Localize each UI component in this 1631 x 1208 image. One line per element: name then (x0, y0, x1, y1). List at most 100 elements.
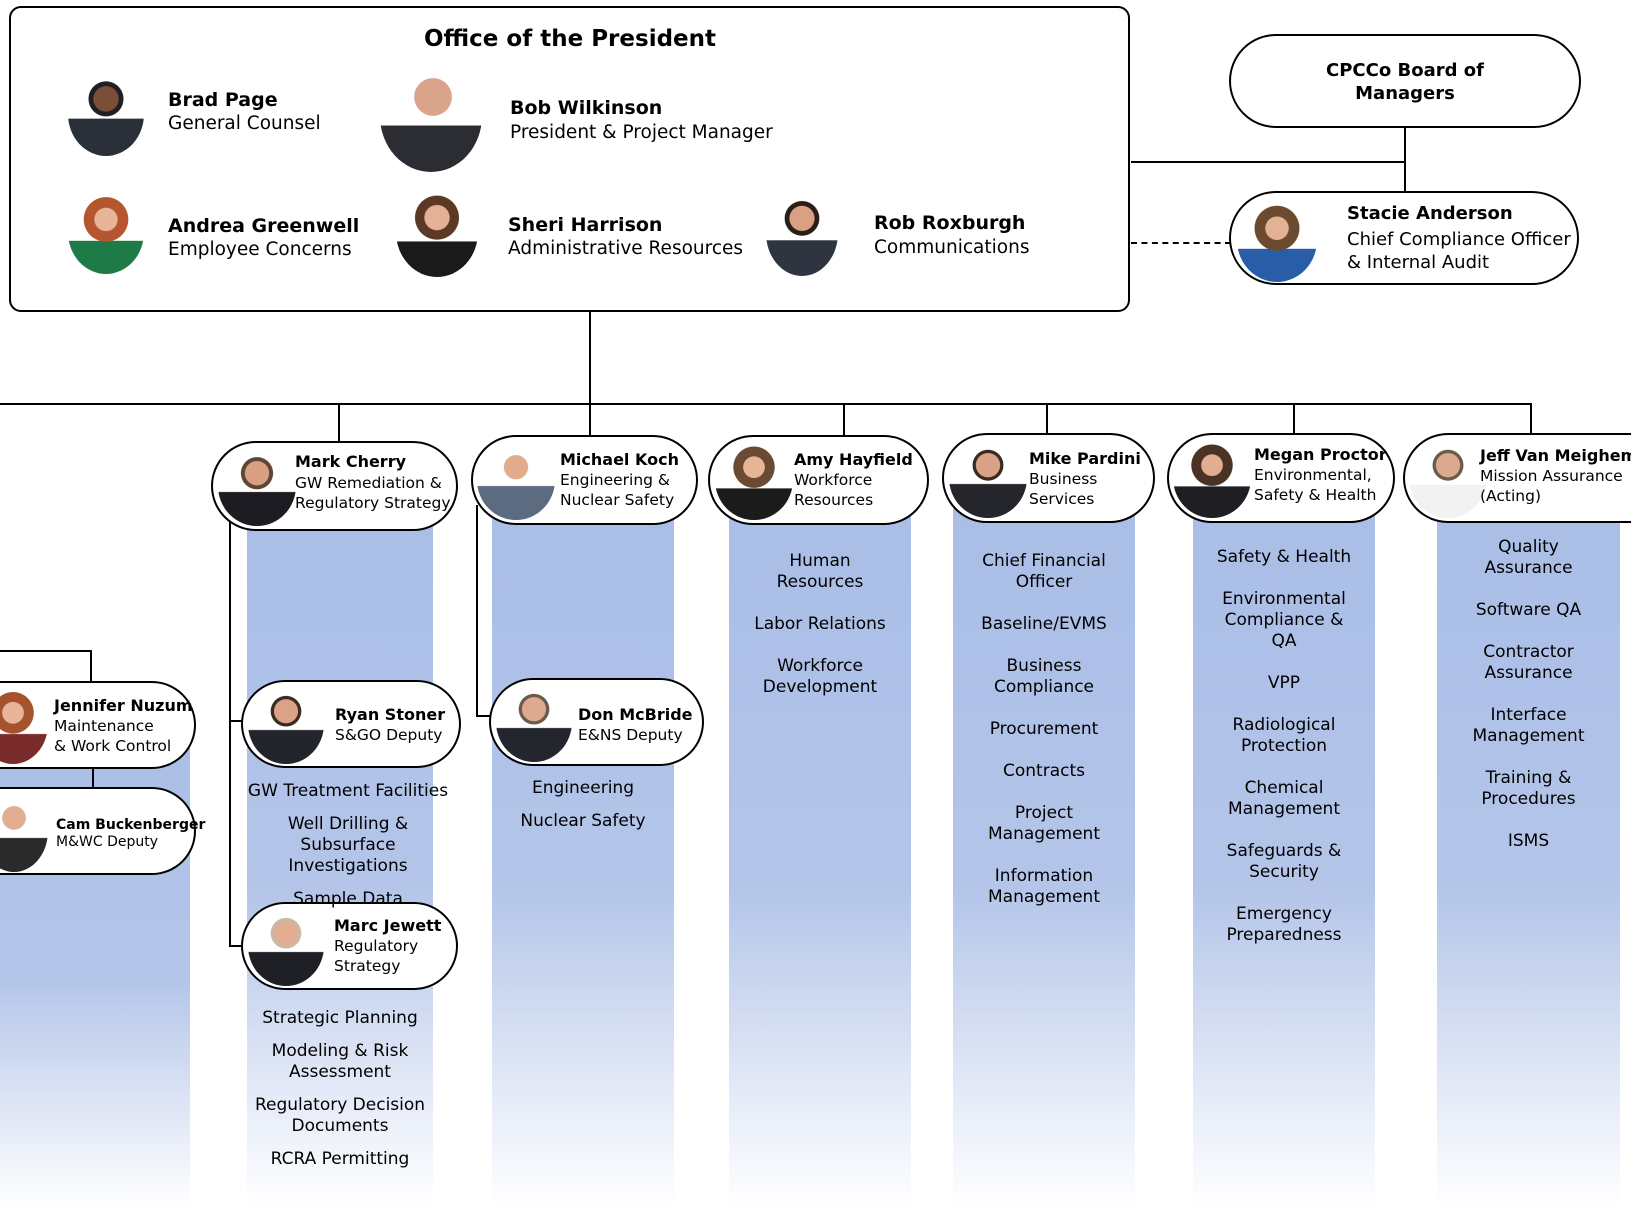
marc-jewett-title: Regulatory Strategy (334, 937, 419, 975)
function-item: Information Management (988, 866, 1100, 907)
connector-koch-don (476, 715, 490, 717)
function-item: Software QA (1475, 600, 1582, 620)
ryan-stoner-name: Ryan Stoner (335, 705, 446, 724)
cam-buckenberger-name: Cam Buckenberger (56, 817, 206, 833)
don-mcbride-name: Don McBride (578, 705, 693, 724)
function-item: Business Compliance (993, 656, 1095, 697)
stacie-anderson-photo (1237, 198, 1317, 282)
connector-horizontal-bus (0, 403, 1532, 405)
function-item: Contractor Assurance (1483, 642, 1574, 683)
mark-cherry-name: Mark Cherry (295, 452, 407, 471)
connector-jennifer-top (0, 650, 92, 652)
brad-page-name: Brad Page (168, 89, 278, 111)
function-item: Project Management (988, 803, 1100, 844)
function-item: RCRA Permitting (270, 1149, 410, 1169)
ryan-stoner-title: S&GO Deputy (335, 726, 443, 744)
michael-koch-photo (477, 440, 555, 520)
connector-drop-amy (843, 403, 845, 435)
function-item: VPP (1267, 673, 1301, 693)
function-item: GW Treatment Facilities (247, 781, 449, 801)
function-item: Baseline/EVMS (981, 614, 1107, 634)
dashed-connector-compliance (1131, 242, 1231, 244)
jeff-van-meighem-name: Jeff Van Meighem (1480, 446, 1631, 465)
function-item: Engineering (532, 778, 634, 798)
connector-jennifer-drop (90, 650, 92, 682)
rob-roxburgh-photo (766, 190, 838, 276)
column-business (953, 500, 1135, 1208)
connector-drop-mark (338, 403, 340, 441)
connector-board-down (1404, 126, 1406, 192)
board-of-managers-box (1229, 34, 1581, 128)
column-mission (1437, 500, 1620, 1208)
ryan-stoner-photo (248, 684, 324, 764)
connector-jennifer-cam (92, 765, 94, 789)
rob-roxburgh-title: Communications (874, 237, 1030, 258)
stacie-anderson-title: Chief Compliance Officer & Internal Audi… (1347, 229, 1571, 273)
connector-mark-marc (229, 945, 243, 947)
function-item: Contracts (1003, 761, 1085, 781)
column-esh (1193, 500, 1375, 1208)
office-of-president-box (9, 6, 1130, 312)
michael-koch-title: Engineering & Nuclear Safety (560, 471, 675, 509)
mission-functions: Quality Assurance Software QA Contractor… (1437, 537, 1620, 852)
mike-pardini-name: Mike Pardini (1029, 449, 1141, 468)
function-item: Interface Management (1472, 705, 1585, 746)
connector-drop-mike (1046, 403, 1048, 433)
function-item: Training & Procedures (1481, 768, 1576, 809)
sheri-harrison-photo (396, 187, 478, 277)
column-workforce (729, 500, 911, 1208)
mike-pardini-title: Business Services (1029, 470, 1098, 508)
function-item: Safety & Health (1216, 547, 1352, 567)
function-item: Modeling & Risk Assessment (271, 1041, 409, 1082)
function-item: Nuclear Safety (520, 811, 646, 831)
don-mcbride-photo (496, 682, 572, 762)
function-item: Emergency Preparedness (1226, 904, 1342, 945)
marc-jewett-name: Marc Jewett (334, 916, 442, 935)
amy-hayfield-name: Amy Hayfield (794, 450, 913, 469)
connector-drop-jeff (1530, 403, 1532, 433)
connector-drop-megan (1293, 403, 1295, 433)
andrea-greenwell-title: Employee Concerns (168, 239, 352, 260)
bob-wilkinson-name: Bob Wilkinson (510, 97, 663, 119)
business-functions: Chief Financial Officer Baseline/EVMS Bu… (953, 551, 1135, 908)
mark-cherry-title: GW Remediation & Regulatory Strategy (295, 474, 451, 512)
brad-page-photo (68, 72, 144, 156)
michael-koch-name: Michael Koch (560, 450, 679, 469)
mark-cherry-photo (218, 446, 296, 526)
bob-wilkinson-photo (380, 60, 482, 172)
mike-pardini-photo (949, 438, 1027, 518)
function-item: Workforce Development (762, 656, 878, 697)
jeff-van-meighem-photo (1409, 438, 1487, 518)
andrea-greenwell-photo (68, 190, 144, 274)
connector-president-down (589, 312, 591, 437)
andrea-greenwell-name: Andrea Greenwell (168, 215, 360, 237)
megan-proctor-name: Megan Proctor (1254, 445, 1387, 464)
esh-functions: Safety & Health Environmental Compliance… (1193, 547, 1375, 946)
jennifer-nuzum-name: Jennifer Nuzum (54, 696, 193, 715)
function-item: Labor Relations (754, 614, 886, 634)
function-item: ISMS (1507, 831, 1550, 851)
function-item: Strategic Planning (262, 1008, 418, 1028)
function-item: Well Drilling & Subsurface Investigation… (287, 814, 409, 876)
megan-proctor-photo (1173, 438, 1251, 518)
function-item: Procurement (989, 719, 1099, 739)
function-item: Radiological Protection (1232, 715, 1336, 756)
rob-roxburgh-name: Rob Roxburgh (874, 212, 1026, 234)
office-title: Office of the President (423, 26, 717, 52)
function-item: Sample Data (293, 889, 403, 909)
megan-proctor-title: Environmental, Safety & Health (1254, 466, 1377, 504)
function-item: Regulatory Decision Documents (254, 1095, 426, 1136)
column-maintenance (0, 700, 190, 1208)
cam-buckenberger-title: M&WC Deputy (56, 834, 158, 850)
amy-hayfield-photo (715, 440, 793, 520)
function-item: Human Resources (776, 551, 864, 592)
jeff-van-meighem-title: Mission Assurance (Acting) (1480, 467, 1623, 505)
sheri-harrison-title: Administrative Resources (508, 238, 744, 259)
bob-wilkinson-title: President & Project Manager (510, 122, 773, 143)
connector-board-office (1131, 161, 1405, 163)
connector-mark-vertical (229, 515, 231, 947)
sheri-harrison-name: Sheri Harrison (508, 214, 663, 236)
workforce-functions: Human Resources Labor Relations Workforc… (729, 551, 911, 698)
column-engineering (492, 500, 674, 1208)
board-title: CPCCo Board of Managers (1326, 60, 1484, 104)
